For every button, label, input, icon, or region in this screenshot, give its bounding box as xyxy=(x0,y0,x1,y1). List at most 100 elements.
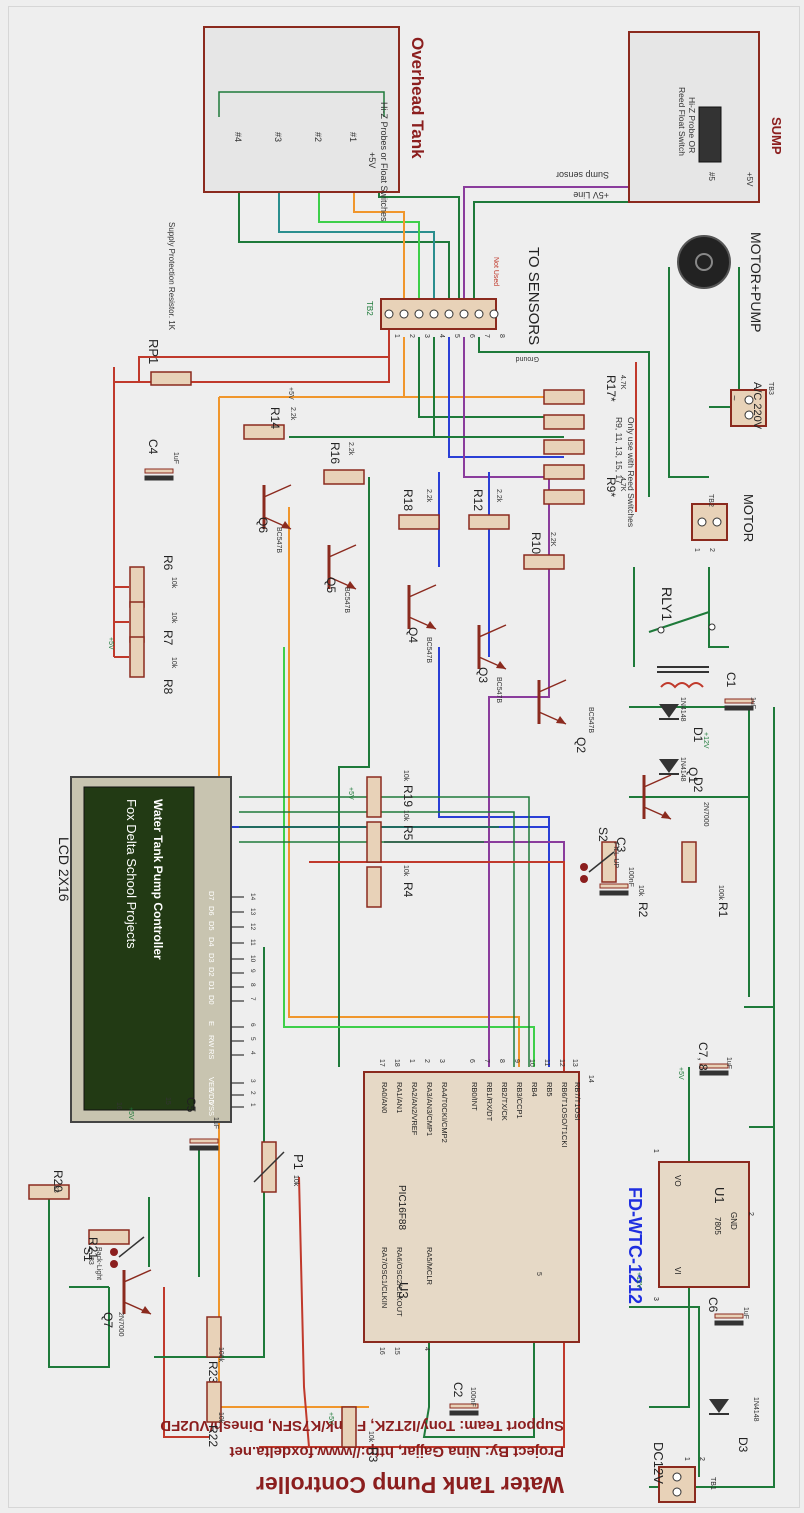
wire-tb2-1 xyxy=(138,337,390,382)
ac-ref: TB3 xyxy=(767,382,774,395)
diode-d3-icon xyxy=(709,1399,729,1413)
dc-label: DC12V xyxy=(651,1442,666,1484)
motor-icon xyxy=(677,235,731,289)
mcu-pin-RA3/AN3/CMP1: RA3/AN3/CMP1 xyxy=(425,1082,434,1136)
resistor-r20-ref: R20 xyxy=(51,1170,65,1192)
motor-tb-pin1 xyxy=(697,517,707,527)
transistors: Q6BC547BQ5BC547BQ4BC547BQ3BC547BQ2BC547B… xyxy=(101,484,709,1337)
transistor-q5-arrow-icon xyxy=(346,581,356,589)
resistor-r21-val: 33 xyxy=(87,1257,94,1265)
board-name: FD-WTC-1212 xyxy=(625,1187,645,1304)
capacitor-c5-ref: C5 xyxy=(184,1097,198,1113)
sump-5v-line-label: +5V Line xyxy=(573,190,609,200)
switch-s1-dot-a xyxy=(110,1248,118,1256)
tb2-pin-1 xyxy=(384,309,394,319)
pin-label-15: 15 xyxy=(164,1097,171,1105)
pin-label-16: 16 xyxy=(115,1102,122,1110)
sump-5v: +5V xyxy=(745,172,754,187)
mcu-pin-RB6/T1OSO/T1CKI: RB6/T1OSO/T1CKI xyxy=(560,1082,569,1147)
switch-s1-ref: S1 xyxy=(81,1247,95,1262)
wire-gnd-rail xyxy=(649,707,775,1488)
tb2-pin-label-4: 4 xyxy=(438,334,445,338)
relay-contact-a xyxy=(657,626,665,634)
resistor-r8-ref: R8 xyxy=(161,679,175,695)
wire-backlight xyxy=(48,1197,110,1368)
transistor-q2-arrow-icon xyxy=(556,716,566,724)
capacitor-c3-ref: C3 xyxy=(614,837,628,853)
motor-tb-pin2 xyxy=(712,517,722,527)
mcu-pin-RB7/T1OSI: RB7/T1OSI xyxy=(573,1082,582,1120)
rail-5v-4: +5V xyxy=(347,787,354,800)
lcd-pin-name-D5: D5 xyxy=(207,921,216,931)
resistor-r17-body xyxy=(543,389,585,405)
resistor-r3-ref: R3 xyxy=(366,1447,380,1463)
regulator-body xyxy=(658,1161,750,1288)
mcu-pin-RA7/OSC1/CLKIN: RA7/OSC1/CLKIN xyxy=(380,1247,389,1308)
lcd-pin-name-VDD: VDD xyxy=(207,1089,216,1105)
lcd-pin-name-D7: D7 xyxy=(207,891,216,901)
switch-s2-dot-b xyxy=(580,875,588,883)
resistor-r19-val: 10k xyxy=(402,770,409,782)
mcu-pin-num-17: 17 xyxy=(378,1059,385,1067)
transistor-q7-ref: Q7 xyxy=(101,1312,115,1328)
diode-d3-val: 1N4148 xyxy=(752,1397,759,1422)
lcd-line1: Fox Delta School Projects xyxy=(124,799,139,949)
resistor-r18-val: 2.2k xyxy=(425,489,432,503)
resistor-r12-val: 2.2k xyxy=(495,489,502,503)
motor-pin1: 1 xyxy=(693,548,700,552)
resistor-r23-body xyxy=(206,1316,222,1358)
capacitor-c3-plate-a xyxy=(599,883,629,889)
resistor-r3-val: 10k xyxy=(367,1431,374,1443)
resistor-bank-body-3 xyxy=(543,464,585,480)
title-block: Water Tank Pump Controller Project By: N… xyxy=(160,1417,564,1498)
pot-val: 10k xyxy=(292,1175,299,1187)
tb2-pin-label-1: 1 xyxy=(393,334,400,338)
mcu-pin-RB1/RX/DT: RB1/RX/DT xyxy=(485,1082,494,1122)
lcd-display: Fox Delta School Projects Water Tank Pum… xyxy=(56,776,256,1123)
motor-tb-ref: TB2 xyxy=(707,494,714,507)
lcd-pin-name-E: E xyxy=(207,1021,216,1026)
resistor-r22-val: 10k xyxy=(217,1412,224,1424)
mcu-ref: U3 xyxy=(396,1282,411,1299)
mcu-pin-num-2: 2 xyxy=(423,1059,430,1063)
probe-5v: +5V xyxy=(367,152,377,168)
wire-mclr xyxy=(422,1277,535,1438)
rail-5v-1: +5V xyxy=(107,637,114,650)
regulator-ref: U1 xyxy=(712,1187,727,1204)
capacitor-c5-plate-b xyxy=(189,1145,219,1151)
tb2-pin-label-2: 2 xyxy=(408,334,415,338)
resistor-r17-val: 4.7K xyxy=(619,375,626,390)
ac-tb-pin1 xyxy=(744,395,754,405)
rp1-ref: RP1 xyxy=(146,339,161,364)
capacitor-c6-ref: C6 xyxy=(706,1297,720,1313)
transistor-q2-ref: Q2 xyxy=(574,737,588,753)
diode-d1-val: 1N4148 xyxy=(679,697,686,722)
lcd-pin-name-D0: D0 xyxy=(207,995,216,1005)
tb2-pin-5 xyxy=(444,309,454,319)
capacitor-c4-plate-b xyxy=(144,475,174,481)
mcu-pin-RB4: RB4 xyxy=(530,1082,539,1097)
ac-tb-body xyxy=(730,389,767,427)
resistor-r6-ref: R6 xyxy=(161,555,175,571)
resistor-r10-ref: R10 xyxy=(529,532,543,554)
lcd-pin-num-3: 3 xyxy=(249,1079,256,1083)
probe-3: #3 xyxy=(273,132,283,142)
switch-s1-dot-b xyxy=(110,1260,118,1268)
mcu-pin-num-14: 14 xyxy=(587,1075,594,1083)
lcd-pin-name-RW: RW xyxy=(207,1035,216,1048)
wire-orange-b xyxy=(288,507,520,1067)
mcu-pin-RA2/AN2/VREF: RA2/AN2/VREF xyxy=(410,1082,419,1136)
lcd-pin-name-RS: RS xyxy=(207,1049,216,1059)
capacitor-c6-val: 1uF xyxy=(742,1307,749,1319)
lcd-screen xyxy=(83,786,195,1111)
wire-motor xyxy=(668,267,740,478)
resistor-r6-val: 10k xyxy=(170,577,177,589)
tb2-sensors-ref: TB2 xyxy=(365,301,374,316)
regulator: U1 7805 VI VO GND 1 2 3 xyxy=(652,1149,754,1301)
lcd-pin-num-9: 9 xyxy=(249,969,256,973)
relay-ref: RLY1 xyxy=(659,587,675,621)
sump-probe: #5 xyxy=(707,172,716,181)
